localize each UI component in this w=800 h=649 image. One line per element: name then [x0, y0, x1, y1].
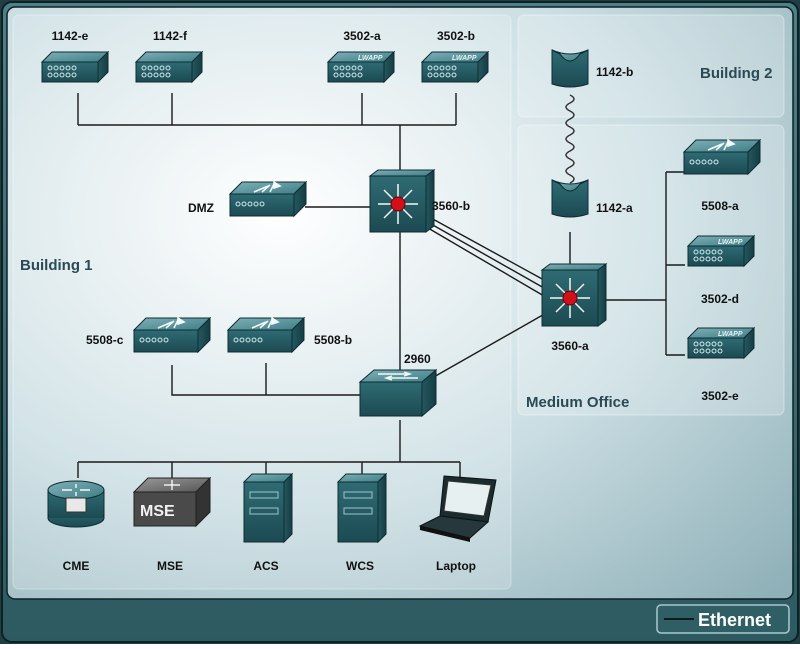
wireless-controller-icon — [253, 180, 282, 193]
label-dmz: DMZ — [188, 201, 214, 215]
label-acs: ACS — [253, 559, 278, 573]
lwapp-access-point-icon — [693, 341, 723, 354]
building2-title: Building 2 — [700, 65, 773, 82]
ethernet-links — [77, 93, 685, 478]
wireless-controller-5508c[interactable] — [132, 316, 212, 354]
link-2960-3560a — [431, 311, 549, 379]
laptop[interactable] — [418, 475, 497, 542]
link-2960-server-bus — [77, 420, 461, 478]
link-wlc-bus-2960 — [171, 363, 360, 396]
legend-ethernet-label: Ethernet — [698, 610, 771, 630]
label-3502b: 3502-b — [437, 29, 475, 43]
router-icon — [62, 484, 90, 496]
label-1142f: 1142-f — [153, 29, 188, 43]
multilayer-switch-3560b[interactable] — [368, 169, 436, 233]
link-top-ap-bus — [77, 93, 457, 126]
label-3560b: 3560-b — [432, 199, 470, 213]
wireless-controller-icon — [157, 316, 186, 329]
building2-zone — [517, 14, 785, 118]
access-point-3502a[interactable]: LWAPP — [326, 50, 396, 84]
label-3502a: 3502-a — [343, 29, 381, 43]
label-3560a: 3560-a — [551, 339, 589, 353]
access-point-1142f[interactable] — [134, 50, 204, 84]
label-mse: MSE — [157, 559, 183, 573]
mse-appliance[interactable]: MSE — [132, 476, 212, 528]
workgroup-switch-2960[interactable] — [358, 368, 438, 418]
building1-title: Building 1 — [20, 257, 93, 274]
router-cme[interactable] — [47, 480, 105, 528]
label-3502d: 3502-d — [701, 292, 739, 306]
label-2960: 2960 — [404, 352, 431, 366]
mse-badge: MSE — [140, 503, 175, 520]
access-point-3502d[interactable]: LWAPP — [686, 234, 756, 268]
lwapp-badge: LWAPP — [718, 239, 743, 246]
link-3560a-medium-bus — [598, 171, 685, 356]
wireless-controller-dmz[interactable] — [228, 180, 308, 218]
wireless-controller-5508b[interactable] — [226, 316, 306, 354]
access-point-icon — [47, 65, 77, 78]
label-1142a: 1142-a — [596, 201, 633, 215]
wireless-controller-icon — [707, 138, 736, 151]
lwapp-badge: LWAPP — [452, 55, 477, 62]
laptop-screen-icon — [443, 480, 492, 517]
wireless-controller-icon — [251, 316, 280, 329]
server-icon — [343, 491, 373, 515]
label-cme: CME — [63, 559, 90, 573]
access-point-icon — [141, 65, 171, 78]
server-icon — [249, 491, 279, 515]
server-wcs[interactable] — [336, 472, 388, 544]
access-point-1142e[interactable] — [40, 50, 110, 84]
bridge-antenna-icon — [551, 179, 589, 192]
legend: Ethernet — [656, 604, 790, 634]
label-5508a: 5508-a — [701, 199, 739, 213]
link-3560b-3560a-triple — [419, 211, 545, 297]
medium-office-title: Medium Office — [526, 394, 629, 411]
server-acs[interactable] — [242, 472, 294, 544]
lwapp-access-point-icon — [333, 65, 363, 78]
wireless-bridge-link — [565, 94, 575, 184]
building1-zone — [12, 14, 512, 590]
label-5508c: 5508-c — [86, 333, 124, 347]
label-wcs: WCS — [346, 559, 374, 573]
multilayer-switch-3560a[interactable] — [540, 263, 608, 327]
label-3502e: 3502-e — [701, 389, 739, 403]
lwapp-access-point-icon — [693, 249, 723, 262]
lwapp-badge: LWAPP — [718, 331, 743, 338]
label-1142e: 1142-e — [52, 29, 89, 43]
workgroup-switch-icon — [378, 371, 418, 381]
label-laptop: Laptop — [436, 559, 476, 573]
wireless-controller-5508a[interactable] — [682, 138, 762, 176]
bridge-1142a[interactable] — [551, 179, 589, 218]
label-1142b: 1142-b — [596, 65, 633, 79]
lwapp-access-point-icon — [427, 65, 457, 78]
access-point-3502e[interactable]: LWAPP — [686, 326, 756, 360]
access-point-3502b[interactable]: LWAPP — [420, 50, 490, 84]
mse-compass-icon — [164, 480, 180, 490]
bridge-1142b[interactable] — [551, 49, 589, 88]
label-5508b: 5508-b — [314, 333, 352, 347]
bridge-antenna-icon — [551, 49, 589, 62]
lwapp-badge: LWAPP — [358, 55, 383, 62]
